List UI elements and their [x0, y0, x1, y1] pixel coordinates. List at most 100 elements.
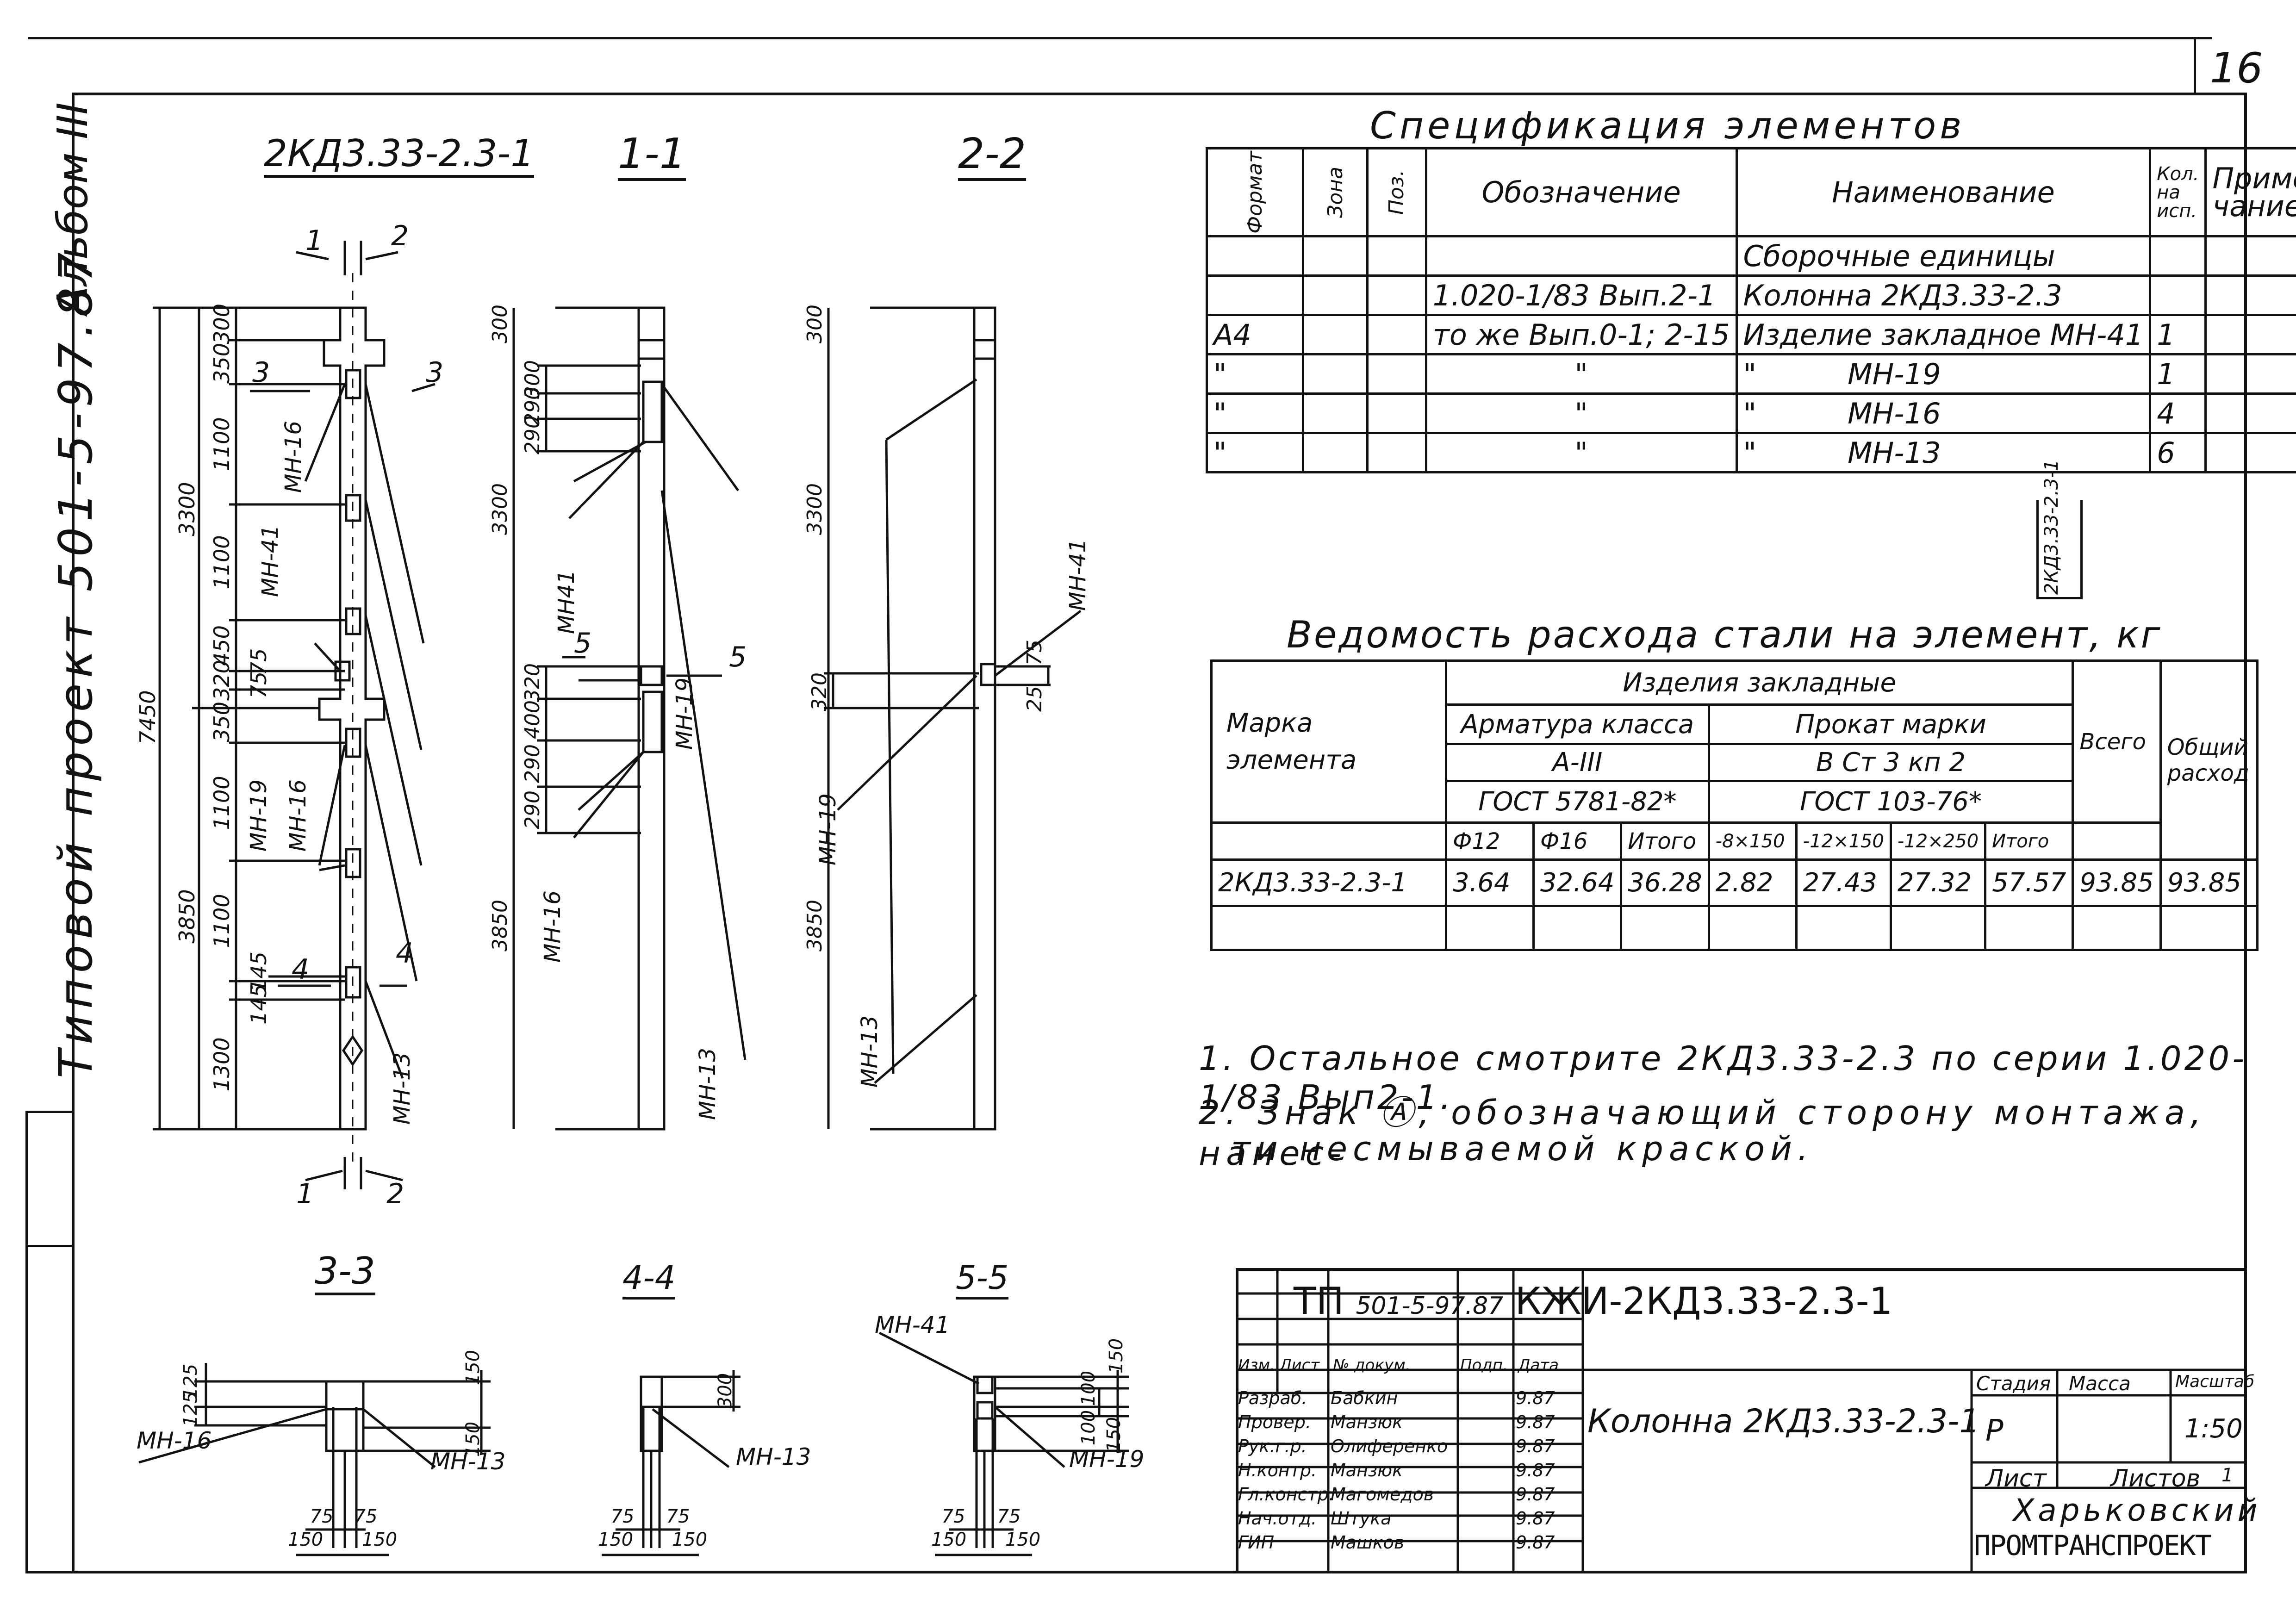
svg-text:150: 150	[931, 1529, 966, 1550]
svg-text:450: 450	[209, 625, 234, 666]
svg-text:125: 125	[180, 1392, 201, 1427]
stamp-scale: 1:50	[2184, 1414, 2243, 1444]
label-mn19: МН-19	[246, 779, 272, 852]
dim-lower: 3850	[174, 889, 199, 943]
svg-text:1100: 1100	[209, 894, 234, 948]
svg-text:МН-19: МН-19	[672, 678, 697, 750]
stamp-org-2: ПРОМТРАНСПРОЕКТ	[1974, 1530, 2212, 1562]
svg-text:75: 75	[997, 1506, 1021, 1527]
column-drawings: 7450 3300 3850 300 350 1100 1100 450 320…	[135, 220, 1144, 1556]
label-mn41: МН-41	[257, 525, 283, 597]
note-2: 2. Знак Ⓐ, обозначающий сторону монтажа,…	[1199, 1093, 2207, 1173]
section-1-title: 1-1	[618, 130, 686, 181]
spec-title: Спецификация элементов	[1370, 104, 1966, 147]
stamp-code: ТП 501-5-97.87 КЖИ-2КД3.33-2.3-1	[1294, 1280, 1893, 1323]
spec-h-qty: Кол. на исп.	[2149, 147, 2207, 237]
svg-text:МН-13: МН-13	[430, 1448, 505, 1475]
svg-text:300: 300	[488, 305, 512, 343]
svg-text:150: 150	[598, 1529, 633, 1550]
svg-text:150: 150	[288, 1529, 323, 1550]
svg-text:290: 290	[521, 790, 544, 829]
svg-text:МН-13: МН-13	[695, 1048, 721, 1120]
steel-title: Ведомость расхода стали на элемент, кг	[1287, 613, 2162, 656]
svg-text:МН-41: МН-41	[1065, 539, 1091, 611]
stamp-name: Колонна 2КД3.33-2.3-1	[1587, 1402, 1980, 1440]
svg-text:75: 75	[1023, 640, 1046, 665]
svg-text:3300: 3300	[488, 483, 512, 535]
spec-table: Формат Зона Поз. Обозначение Наименовани…	[1206, 147, 2296, 473]
svg-text:МН-19: МН-19	[815, 793, 841, 865]
svg-text:МН-13: МН-13	[736, 1443, 811, 1470]
svg-text:4: 4	[292, 953, 309, 986]
svg-text:МН-16: МН-16	[540, 890, 566, 963]
steel-h-total: Всего	[2072, 659, 2162, 824]
left-strip-divider-1	[25, 1245, 72, 1247]
sheet-number: 16	[2210, 44, 2263, 93]
svg-text:МН-13: МН-13	[857, 1015, 883, 1088]
svg-text:145: 145	[246, 951, 271, 992]
spec-h-pos: Поз.	[1366, 147, 1427, 237]
stamp-sheet-head: Лист	[1985, 1465, 2047, 1492]
stamp-sheets-head: Листов	[2110, 1465, 2201, 1492]
svg-text:1: 1	[305, 224, 323, 257]
svg-text:3: 3	[426, 356, 443, 389]
svg-text:150: 150	[1005, 1529, 1040, 1550]
svg-text:150: 150	[1106, 1338, 1127, 1374]
svg-text:150: 150	[462, 1350, 484, 1385]
section2-outline	[973, 306, 996, 1131]
svg-text:75: 75	[310, 1506, 334, 1527]
main-column-outline	[318, 306, 386, 1131]
stamp-org-1: Харьковский	[2013, 1492, 2261, 1528]
svg-text:МН-16: МН-16	[137, 1427, 212, 1454]
svg-text:3850: 3850	[488, 900, 512, 951]
svg-text:75: 75	[354, 1506, 378, 1527]
dim-upper: 3300	[174, 482, 199, 536]
note-1: 1. Остальное смотрите 2КД3.33-2.3 по сер…	[1199, 1039, 2247, 1117]
svg-text:5: 5	[729, 641, 747, 673]
svg-text:100: 100	[1078, 1410, 1099, 1445]
svg-text:320: 320	[521, 663, 544, 702]
svg-text:1100: 1100	[209, 417, 234, 471]
stamp-head-date: Дата	[1518, 1356, 1559, 1374]
svg-text:150: 150	[362, 1529, 397, 1550]
svg-text:1100: 1100	[209, 776, 234, 830]
stamp-head-list: Лист	[1280, 1356, 1320, 1374]
steel-table: Марка элемента Изделия закладные Всего О…	[1210, 659, 2259, 951]
steel-h-embedded: Изделия закладные	[1444, 659, 2074, 706]
svg-text:2: 2	[386, 1178, 404, 1210]
label-mn16: МН-16	[280, 421, 306, 493]
spec-h-name: Наименование	[1735, 147, 2152, 237]
svg-text:300: 300	[715, 1373, 736, 1408]
svg-text:150: 150	[462, 1422, 484, 1457]
label-mn13: МН-13	[389, 1052, 415, 1125]
stamp-head-doc: № докум.	[1333, 1356, 1411, 1374]
spec-h-zone: Зона	[1301, 147, 1369, 237]
svg-text:75: 75	[942, 1506, 965, 1527]
svg-text:320: 320	[808, 672, 831, 711]
svg-text:300: 300	[803, 305, 827, 343]
svg-text:4: 4	[396, 937, 413, 970]
svg-text:МН-41: МН-41	[875, 1312, 950, 1338]
svg-text:290: 290	[521, 387, 544, 426]
dim-total: 7450	[135, 690, 160, 744]
title-block-grid	[1236, 1268, 2247, 1573]
top-border-line	[28, 37, 2212, 39]
svg-text:1300: 1300	[209, 1037, 234, 1091]
stamp-sheets: 1	[2221, 1465, 2234, 1486]
svg-text:1: 1	[296, 1178, 314, 1210]
section-2-title: 2-2	[958, 130, 1026, 181]
stamp-head-sign: Подп.	[1460, 1356, 1508, 1374]
svg-text:75: 75	[246, 648, 271, 676]
svg-text:145: 145	[246, 984, 271, 1025]
svg-text:320: 320	[209, 660, 234, 701]
svg-text:3300: 3300	[803, 483, 827, 535]
